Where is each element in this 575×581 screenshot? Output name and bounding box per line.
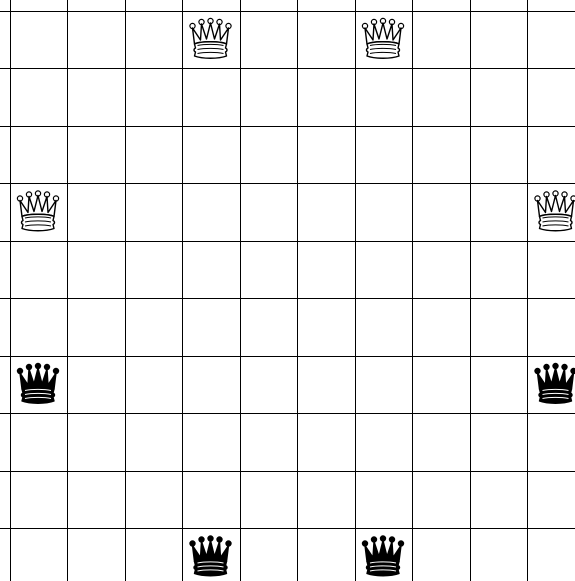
board-square[interactable] bbox=[355, 298, 413, 356]
board-square[interactable] bbox=[182, 183, 240, 241]
board-square[interactable] bbox=[10, 126, 68, 184]
board-square[interactable] bbox=[240, 471, 298, 529]
board-square[interactable] bbox=[240, 298, 298, 356]
board-square[interactable] bbox=[470, 471, 528, 529]
board-square[interactable] bbox=[412, 528, 470, 581]
board-square[interactable] bbox=[412, 68, 470, 126]
board-square[interactable] bbox=[412, 413, 470, 471]
board-square[interactable] bbox=[240, 68, 298, 126]
board-square[interactable] bbox=[470, 126, 528, 184]
board-square[interactable] bbox=[182, 471, 240, 529]
board-square[interactable] bbox=[182, 413, 240, 471]
board-square[interactable] bbox=[470, 413, 528, 471]
board-square[interactable] bbox=[67, 11, 125, 69]
board-square[interactable] bbox=[67, 471, 125, 529]
board-square[interactable] bbox=[297, 11, 355, 69]
board-square[interactable] bbox=[412, 241, 470, 299]
board-square[interactable] bbox=[297, 413, 355, 471]
board-square[interactable] bbox=[297, 183, 355, 241]
board-square[interactable] bbox=[125, 528, 183, 581]
board-square[interactable] bbox=[527, 11, 575, 69]
board-square[interactable] bbox=[297, 68, 355, 126]
board-square[interactable] bbox=[10, 68, 68, 126]
board-square[interactable] bbox=[470, 183, 528, 241]
board-square[interactable] bbox=[182, 68, 240, 126]
board-square[interactable] bbox=[527, 528, 575, 581]
board-square[interactable] bbox=[125, 68, 183, 126]
board-square[interactable] bbox=[67, 298, 125, 356]
board-square[interactable] bbox=[527, 471, 575, 529]
board-square[interactable] bbox=[297, 356, 355, 414]
board-square[interactable] bbox=[470, 68, 528, 126]
board-square[interactable] bbox=[297, 126, 355, 184]
board-square[interactable] bbox=[470, 241, 528, 299]
board-square[interactable] bbox=[527, 413, 575, 471]
board-square[interactable] bbox=[412, 471, 470, 529]
board-square[interactable] bbox=[10, 11, 68, 69]
board-square[interactable] bbox=[240, 11, 298, 69]
board-square[interactable] bbox=[527, 126, 575, 184]
board-square[interactable] bbox=[355, 241, 413, 299]
board-square[interactable] bbox=[470, 356, 528, 414]
board-square[interactable] bbox=[355, 471, 413, 529]
board-square[interactable] bbox=[67, 356, 125, 414]
board-square[interactable] bbox=[182, 356, 240, 414]
board-square[interactable] bbox=[240, 528, 298, 581]
board-square[interactable] bbox=[297, 298, 355, 356]
board-square[interactable] bbox=[67, 413, 125, 471]
board-square[interactable] bbox=[125, 183, 183, 241]
board-square[interactable] bbox=[527, 68, 575, 126]
board-square[interactable] bbox=[125, 126, 183, 184]
board-square[interactable] bbox=[240, 183, 298, 241]
board-square[interactable] bbox=[67, 183, 125, 241]
board-square[interactable] bbox=[125, 11, 183, 69]
board-square[interactable] bbox=[355, 183, 413, 241]
board-square[interactable] bbox=[297, 241, 355, 299]
board-square[interactable] bbox=[527, 298, 575, 356]
board-square[interactable] bbox=[10, 298, 68, 356]
board-square[interactable] bbox=[67, 241, 125, 299]
board-square[interactable] bbox=[240, 413, 298, 471]
board-square[interactable] bbox=[527, 241, 575, 299]
board-square[interactable] bbox=[240, 356, 298, 414]
board-square[interactable] bbox=[67, 126, 125, 184]
board-square[interactable] bbox=[412, 183, 470, 241]
board-square[interactable] bbox=[240, 241, 298, 299]
board-square[interactable] bbox=[355, 413, 413, 471]
board-square[interactable] bbox=[125, 356, 183, 414]
board-square[interactable] bbox=[412, 126, 470, 184]
board-square[interactable] bbox=[470, 528, 528, 581]
board-square[interactable] bbox=[355, 68, 413, 126]
board-square[interactable] bbox=[182, 126, 240, 184]
board-square[interactable] bbox=[240, 126, 298, 184]
board-square[interactable] bbox=[125, 241, 183, 299]
board-square[interactable] bbox=[67, 528, 125, 581]
board-square[interactable] bbox=[125, 298, 183, 356]
board-square[interactable] bbox=[355, 126, 413, 184]
board-square[interactable] bbox=[470, 11, 528, 69]
board-square[interactable] bbox=[412, 298, 470, 356]
board-square[interactable] bbox=[297, 471, 355, 529]
board-square[interactable] bbox=[10, 241, 68, 299]
board-square[interactable] bbox=[412, 356, 470, 414]
board-square[interactable] bbox=[125, 471, 183, 529]
board-square[interactable] bbox=[67, 68, 125, 126]
board-square[interactable] bbox=[182, 298, 240, 356]
board-square[interactable] bbox=[470, 298, 528, 356]
board-square[interactable] bbox=[297, 528, 355, 581]
board-squares bbox=[10, 11, 575, 581]
board-square[interactable] bbox=[355, 356, 413, 414]
board-square[interactable] bbox=[182, 241, 240, 299]
board-square[interactable] bbox=[412, 11, 470, 69]
board-square[interactable] bbox=[125, 413, 183, 471]
board-square[interactable] bbox=[10, 471, 68, 529]
board-square[interactable] bbox=[10, 413, 68, 471]
board-square[interactable] bbox=[10, 528, 68, 581]
